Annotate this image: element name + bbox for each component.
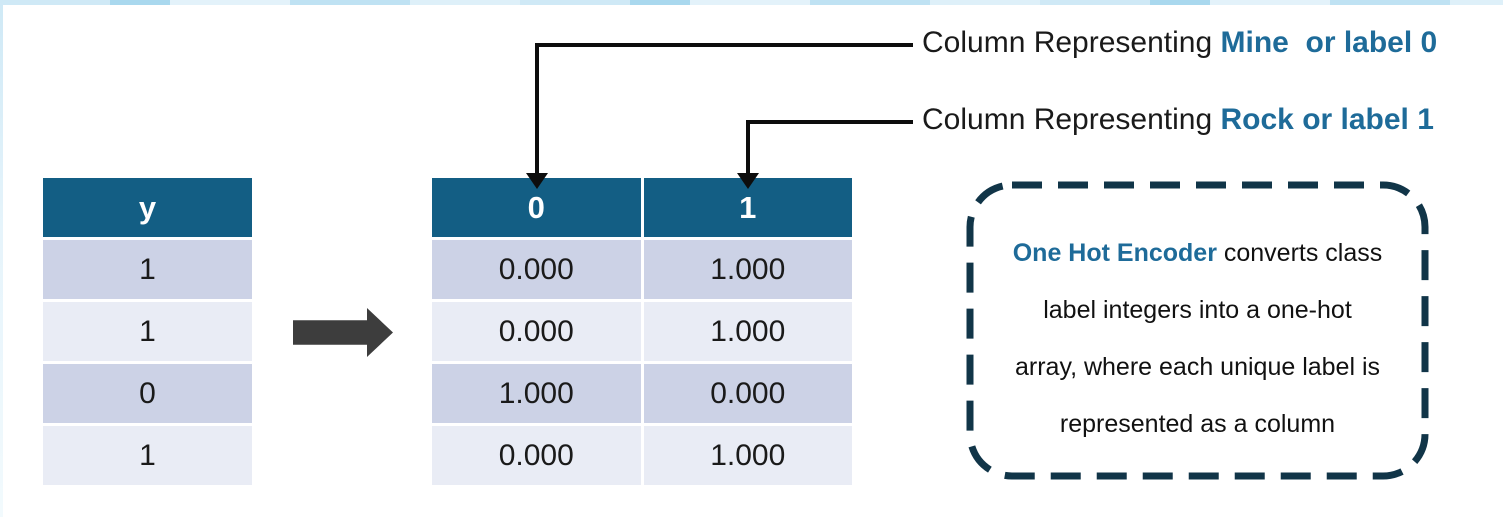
label-column-table: y 1 1 0 1 [43,178,252,485]
callout-highlight: Rock or label 1 [1220,103,1434,136]
callout-prefix: Column Representing [922,26,1221,59]
cell: 1.000 [643,426,852,485]
slide-left-edge-decoration [0,0,3,517]
header-cell-y: y [43,178,252,237]
table-row: 0.000 1.000 [432,240,852,299]
connector-line-column1 [746,120,913,124]
cell: 0.000 [432,302,641,361]
callout-highlight: Mine or label 0 [1220,26,1438,59]
cell: 1.000 [432,364,641,423]
table-row: 0.000 1.000 [432,426,852,485]
cell: 1 [43,302,252,361]
connector-line-column1-vertical [746,120,750,174]
cell: 1.000 [643,302,852,361]
table-row: 0.000 1.000 [432,302,852,361]
connector-line-column0 [535,43,913,47]
note-highlight: One Hot Encoder [1012,239,1217,267]
table-header-row: 0 1 [432,178,852,237]
cell: 0.000 [432,426,641,485]
cell: 0.000 [643,364,852,423]
one-hot-encoded-table: 0 1 0.000 1.000 0.000 1.000 1.000 0.000 … [432,178,852,485]
table-row: 1 [43,426,252,485]
callout-column0-label: Column Representing Mine or label 0 [922,26,1437,60]
callout-prefix: Column Representing [922,103,1221,136]
cell: 1.000 [643,240,852,299]
note-line: label integers into a one-hot [1043,296,1352,324]
note-box-dashed-border [966,181,1429,480]
connector-line-column0-vertical [535,43,539,174]
note-box-text: One Hot Encoder converts class label int… [975,225,1420,453]
transform-arrow-icon [293,308,393,357]
note-line: One Hot Encoder converts class [1012,239,1383,267]
slide-top-edge-decoration [0,0,1503,5]
table-row: 1.000 0.000 [432,364,852,423]
down-arrowhead-icon [737,173,759,189]
cell: 1 [43,426,252,485]
note-line: represented as a column [1059,410,1336,438]
cell: 0 [43,364,252,423]
down-arrowhead-icon [526,173,548,189]
callout-column1-label: Column Representing Rock or label 1 [922,103,1434,137]
table-row: 1 [43,240,252,299]
cell: 0.000 [432,240,641,299]
table-row: 0 [43,364,252,423]
cell: 1 [43,240,252,299]
note-line: array, where each unique label is [1014,353,1381,381]
table-row: 1 [43,302,252,361]
table-header-row: y [43,178,252,237]
